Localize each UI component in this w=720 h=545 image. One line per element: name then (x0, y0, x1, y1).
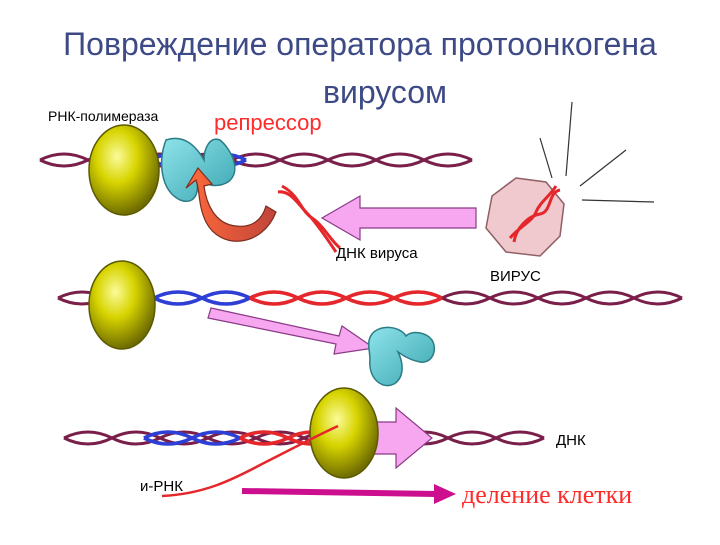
label-dna: ДНК (556, 432, 586, 449)
repressor-free (367, 326, 436, 387)
cell-division-arrow (241, 484, 456, 504)
label-viral-dna: ДНК вируса (336, 245, 418, 262)
rna-polymerase-bottom (309, 387, 379, 479)
viral-dna-arrow (320, 194, 477, 242)
mrna-strand (161, 424, 339, 498)
rna-polymerase-top (88, 124, 160, 216)
label-cell-division: деление клетки (462, 480, 633, 509)
label-repressor: репрессор (214, 110, 322, 135)
label-mrna: и-РНК (140, 478, 183, 495)
rna-polymerase-middle (88, 260, 156, 350)
viral-dna-fragment (277, 184, 341, 253)
repressor-move-arrow (207, 307, 376, 355)
label-rna-polymerase: РНК-полимераза (48, 108, 159, 124)
repressor-release-arrow (185, 166, 277, 242)
diagram-title-line2: вирусом (322, 74, 448, 110)
dna-strand-middle (57, 290, 683, 306)
virus-dna (508, 185, 561, 243)
diagram-title-line1: Повреждение оператора протоонкогена (63, 26, 657, 62)
label-virus: ВИРУС (490, 268, 541, 285)
virus-burst-lines (539, 101, 655, 203)
